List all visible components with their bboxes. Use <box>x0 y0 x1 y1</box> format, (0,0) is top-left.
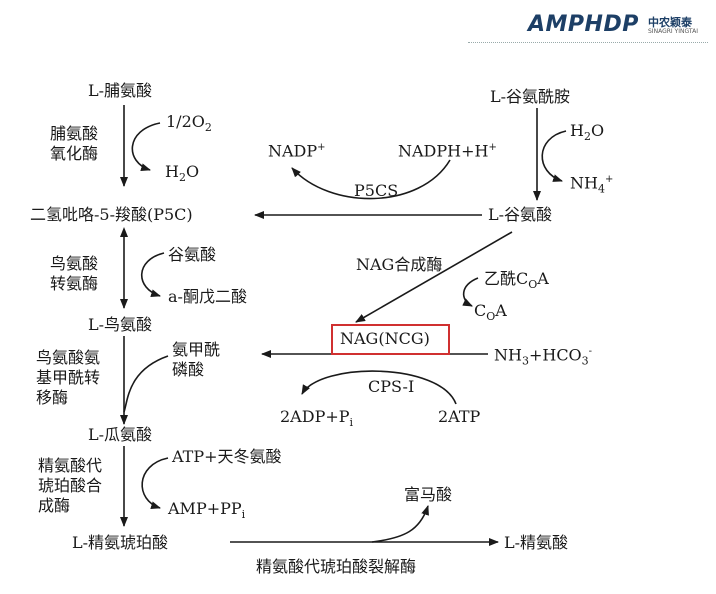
label-cps1: CPS-I <box>368 377 415 396</box>
label-acetyl-coa: 乙酰COA <box>484 269 549 292</box>
label-amp-ppi: AMP+PPi <box>168 499 246 522</box>
label-glutamine: L-谷氨酰胺 <box>490 87 571 106</box>
nag-highlight-box <box>331 324 450 355</box>
label-adp-pi: 2ADP+Pi <box>280 407 354 430</box>
logo-wordmark: AMPHDP <box>528 12 639 37</box>
arrow-o2-to-water <box>131 122 161 172</box>
label-ornithine-aminotransferase: 鸟氨酸 转氨酶 <box>50 254 99 293</box>
label-nh3-bicarbonate: NH3+HCO3- <box>494 345 593 368</box>
label-argininosuccinate: L-精氨琥珀酸 <box>72 533 169 552</box>
arrow-carbamoyl-merge <box>123 355 169 413</box>
arrow-acetylcoa-to-coa <box>462 277 479 307</box>
label-citrulline: L-瓜氨酸 <box>88 425 153 444</box>
label-nadp: NADP+ <box>268 141 326 161</box>
label-nag: NAG(NCG) <box>340 329 430 348</box>
arrow-to-fumarate <box>371 505 429 543</box>
label-2atp: 2ATP <box>438 407 481 426</box>
label-nag-synthase: NAG合成酶 <box>356 255 443 274</box>
label-glutamate-side: 谷氨酸 <box>168 245 217 264</box>
label-ass-enzyme: 精氨酸代 琥珀酸合 成酶 <box>38 456 103 515</box>
label-ammonium: NH4+ <box>570 173 614 196</box>
label-coa: COA <box>474 301 507 324</box>
logo-english-name: SINAGRI YINGTAI <box>648 28 698 35</box>
arrow-glutamate-to-akg <box>140 252 165 298</box>
arrow-atp-to-adp <box>301 370 457 405</box>
label-nadph: NADPH+H+ <box>398 141 497 161</box>
label-proline-oxidase: 脯氨酸 氧化酶 <box>50 124 99 163</box>
label-half-o2: 1/2O2 <box>166 112 212 135</box>
arrow-water-to-nh4 <box>541 130 567 182</box>
label-asl-enzyme: 精氨酸代琥珀酸裂解酶 <box>256 557 417 576</box>
label-otc-enzyme: 鸟氨酸氨 基甲酰转 移酶 <box>36 348 101 407</box>
label-glutamate: L-谷氨酸 <box>488 205 553 224</box>
logo-chinese-name: 中农颖泰 <box>648 16 692 29</box>
label-arginine: L-精氨酸 <box>504 533 569 552</box>
label-water-2: H2O <box>570 121 605 144</box>
label-proline: L-脯氨酸 <box>88 81 153 100</box>
arrow-atp-to-amp <box>141 457 169 510</box>
label-fumarate: 富马酸 <box>404 485 453 504</box>
label-carbamoyl-phosphate: 氨甲酰 磷酸 <box>172 340 221 379</box>
label-atp-aspartate: ATP+天冬氨酸 <box>172 447 282 466</box>
arrow-glutamate-to-nag <box>355 231 513 323</box>
header-divider <box>468 42 708 44</box>
label-ornithine: L-鸟氨酸 <box>88 315 153 334</box>
label-alpha-ketoglutarate: a-酮戊二酸 <box>168 287 247 306</box>
arrow-nadph-to-nadp <box>291 159 451 200</box>
label-p5c: 二氢吡咯-5-羧酸(P5C) <box>30 205 193 224</box>
label-water-1: H2O <box>165 162 200 185</box>
label-p5cs: P5CS <box>354 181 399 200</box>
